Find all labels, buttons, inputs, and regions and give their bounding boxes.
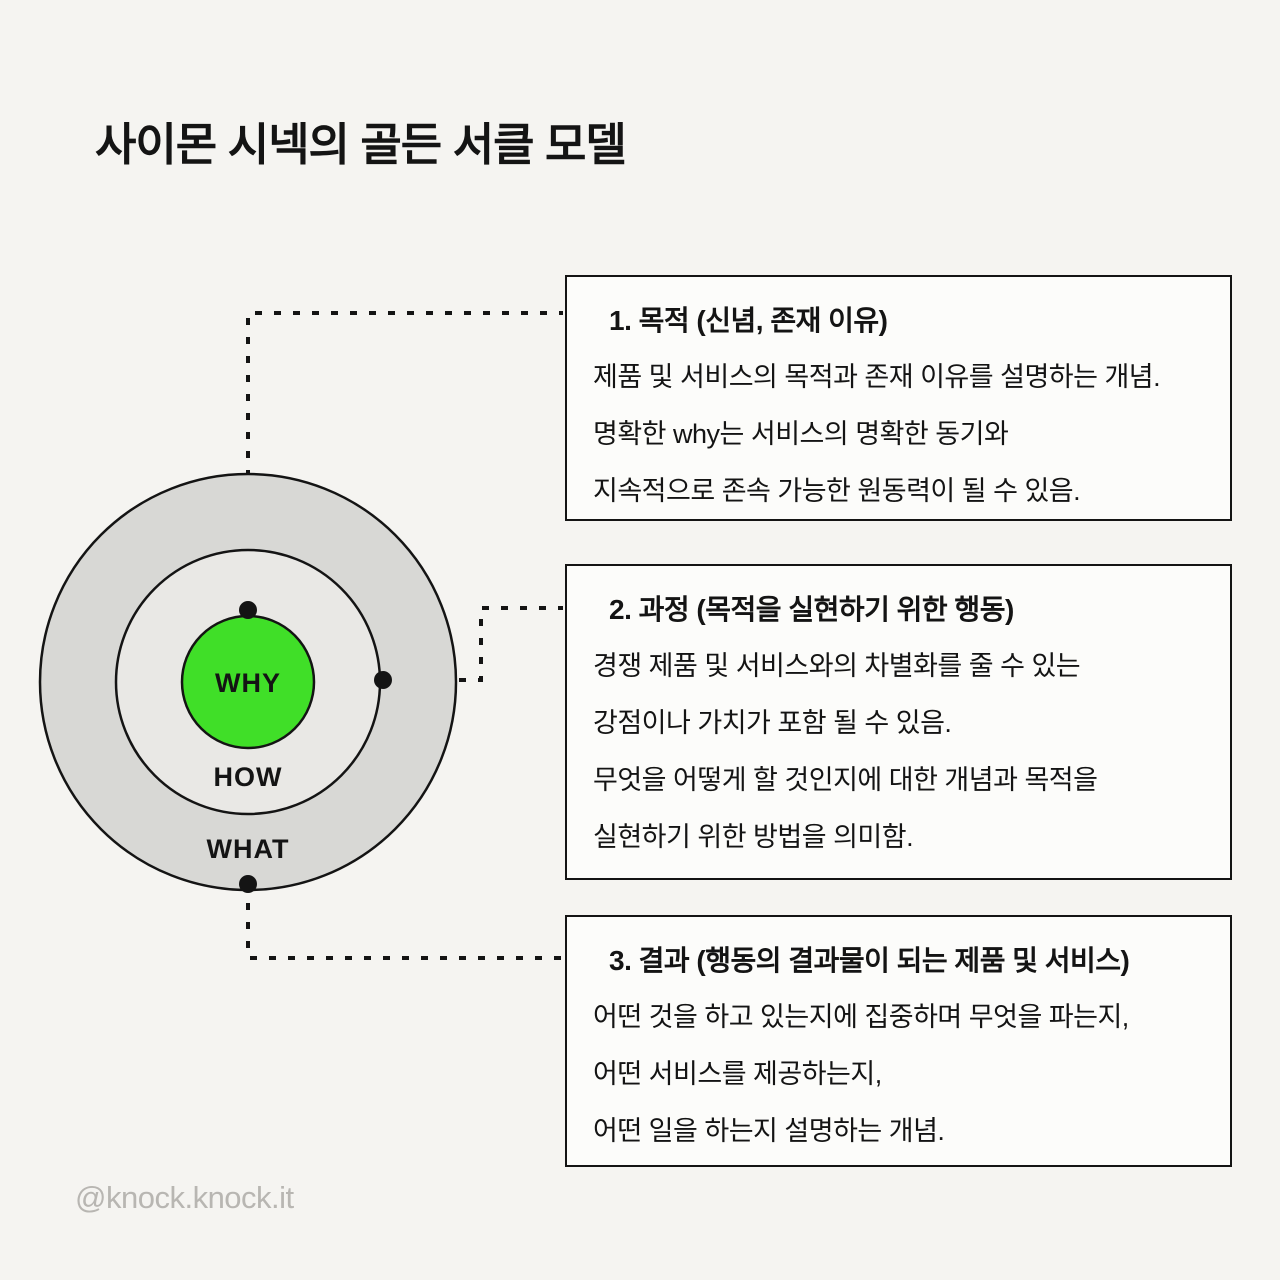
anchor-dot-how <box>374 671 392 689</box>
info-box-result-line: 어떤 일을 하는지 설명하는 개념. <box>593 1116 945 1146</box>
info-box-process-line: 무엇을 어떻게 할 것인지에 대한 개념과 목적을 <box>593 765 1098 795</box>
info-box-result: 3. 결과 (행동의 결과물이 되는 제품 및 서비스) 어떤 것을 하고 있는… <box>565 915 1232 1167</box>
info-box-purpose-heading: 1. 목적 (신념, 존재 이유) <box>609 305 888 336</box>
info-box-process-heading: 2. 과정 (목적을 실현하기 위한 행동) <box>609 594 1014 625</box>
label-how: HOW <box>214 762 283 792</box>
info-box-purpose: 1. 목적 (신념, 존재 이유) 제품 및 서비스의 목적과 존재 이유를 설… <box>565 275 1232 521</box>
info-box-process: 2. 과정 (목적을 실현하기 위한 행동) 경쟁 제품 및 서비스와의 차별화… <box>565 564 1232 880</box>
connector-line-how <box>383 606 563 682</box>
anchor-dot-why <box>239 601 257 619</box>
connector-line-what <box>246 884 563 960</box>
info-box-purpose-line: 명확한 why는 서비스의 명확한 동기와 <box>593 419 1009 449</box>
info-box-result-line: 어떤 서비스를 제공하는지, <box>593 1059 882 1089</box>
info-box-purpose-line: 제품 및 서비스의 목적과 존재 이유를 설명하는 개념. <box>593 362 1161 392</box>
label-what: WHAT <box>207 834 290 864</box>
info-box-process-line: 실현하기 위한 방법을 의미함. <box>593 822 914 852</box>
info-box-purpose-line: 지속적으로 존속 가능한 원동력이 될 수 있음. <box>593 476 1081 506</box>
info-box-process-line: 경쟁 제품 및 서비스와의 차별화를 줄 수 있는 <box>593 651 1081 681</box>
page-title: 사이몬 시넥의 골든 서클 모델 <box>95 119 627 170</box>
info-box-process-line: 강점이나 가치가 포함 될 수 있음. <box>593 708 952 738</box>
label-why: WHY <box>215 668 281 698</box>
info-box-result-heading: 3. 결과 (행동의 결과물이 되는 제품 및 서비스) <box>609 945 1130 976</box>
anchor-dot-what <box>239 875 257 893</box>
watermark-handle: @knock.knock.it <box>75 1180 294 1215</box>
info-box-result-line: 어떤 것을 하고 있는지에 집중하며 무엇을 파는지, <box>593 1002 1129 1032</box>
